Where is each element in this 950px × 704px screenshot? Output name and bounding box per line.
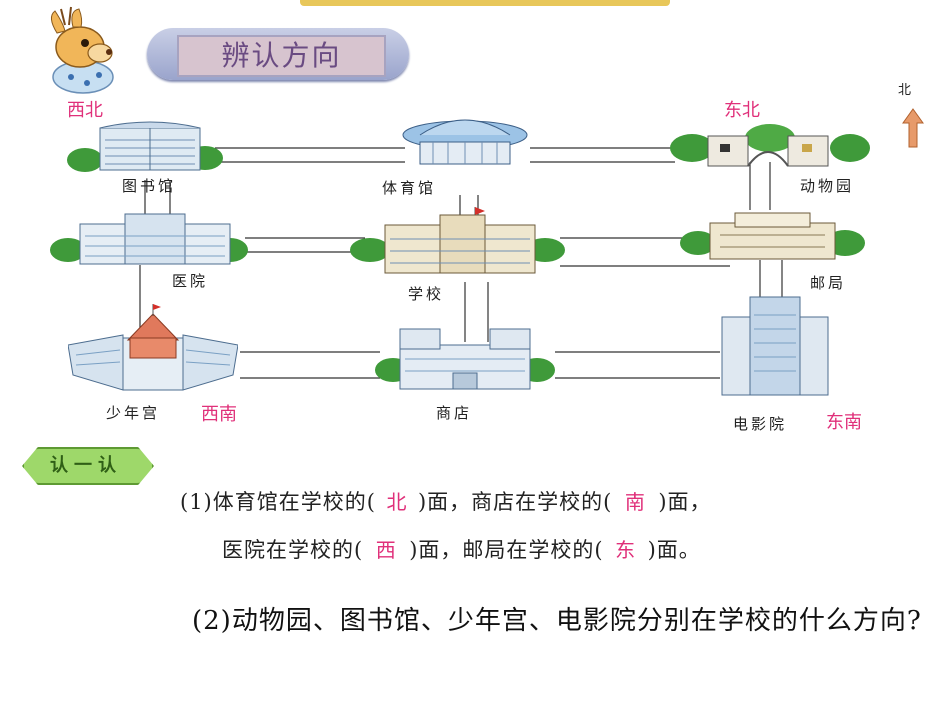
top-banner-fragment <box>300 0 670 6</box>
question1-line2: 医院在学校的( 西 )面，邮局在学校的( 东 )面。 <box>222 534 701 564</box>
q1-text-b: )面，商店在学校的( <box>417 490 613 514</box>
q1-text-c: )面， <box>658 490 712 514</box>
hospital-building-icon <box>50 213 248 265</box>
question1-line1: (1)体育馆在学校的( 北 )面，商店在学校的( 南 )面， <box>180 486 712 516</box>
q1-answer-shop: 南 <box>624 490 646 514</box>
q1-answer-post-office: 东 <box>615 538 637 562</box>
q1-text-e: )面，邮局在学校的( <box>409 538 604 562</box>
corner-southeast: 东南 <box>826 412 862 433</box>
north-arrow-icon <box>902 108 924 148</box>
library-building-icon <box>67 121 223 172</box>
q1-answer-hospital: 西 <box>375 538 397 562</box>
label-youth-palace: 少年宫 <box>106 404 161 422</box>
label-cinema: 电影院 <box>733 415 788 433</box>
school-building-icon <box>350 207 565 274</box>
corner-southwest: 西南 <box>201 404 237 425</box>
q1-text-d: 医院在学校的( <box>222 538 364 562</box>
label-library: 图书馆 <box>122 177 177 195</box>
label-shop: 商店 <box>436 404 473 422</box>
title-panel <box>177 35 386 77</box>
label-zoo: 动物园 <box>800 177 855 195</box>
zoo-building-icon <box>670 124 870 167</box>
q1-text-a: (1)体育馆在学校的( <box>180 490 376 514</box>
q1-text-f: )面。 <box>647 538 701 562</box>
youth-palace-building-icon <box>68 304 238 391</box>
activity-badge-label: 认一认 <box>50 455 122 476</box>
label-hospital: 医院 <box>172 272 209 290</box>
label-gym: 体育馆 <box>382 179 437 197</box>
page-title: 辨认方向 <box>221 39 342 72</box>
corner-northwest: 西北 <box>67 100 103 121</box>
q1-answer-gym: 北 <box>386 490 408 514</box>
deer-mascot-icon <box>51 6 114 94</box>
north-label: 北 <box>898 83 912 98</box>
corner-northeast: 东北 <box>724 100 760 121</box>
activity-badge <box>22 447 154 485</box>
label-school: 学校 <box>408 285 445 303</box>
road-map <box>139 147 783 379</box>
label-post-office: 邮局 <box>810 274 847 292</box>
question2: (2)动物园、图书馆、少年宫、电影院分别在学校的什么方向? <box>192 606 922 636</box>
cinema-building-icon <box>721 296 829 396</box>
gym-building-icon <box>402 119 528 165</box>
shop-building-icon <box>375 328 555 390</box>
post-office-building-icon <box>680 212 865 260</box>
